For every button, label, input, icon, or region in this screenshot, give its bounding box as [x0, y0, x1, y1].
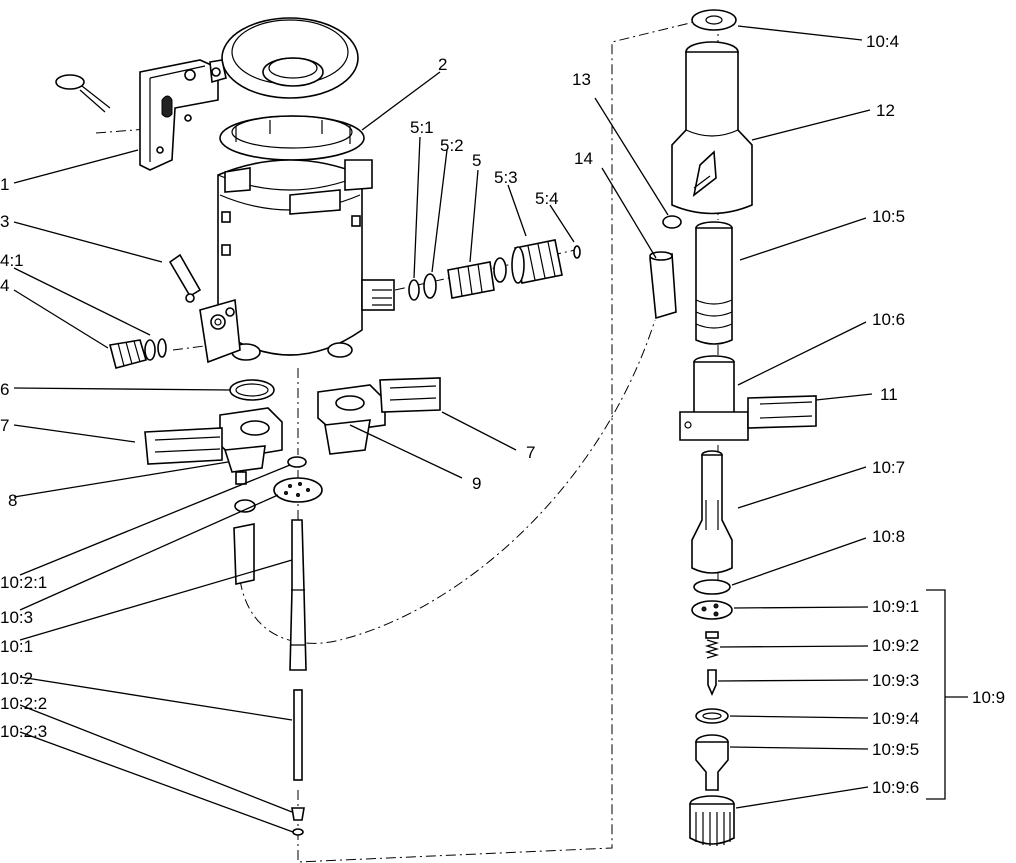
ring-10-9-4 — [695, 708, 729, 724]
mounting-bracket — [139, 59, 219, 171]
leader-lines — [13, 25, 968, 833]
fitting-5 — [447, 257, 507, 299]
callout-14: 14 — [574, 149, 593, 168]
spring-clip — [168, 253, 202, 303]
o-ring-4-1 — [157, 338, 167, 358]
fitting-4 — [109, 339, 156, 369]
callout-1: 1 — [0, 175, 9, 194]
outlet-block-left — [219, 407, 283, 485]
callout-10-5: 10:5 — [872, 207, 905, 226]
disc-10-9-1 — [691, 600, 733, 620]
washer-10-4 — [691, 9, 737, 31]
collar-ring — [219, 115, 365, 161]
callout-8: 8 — [8, 491, 17, 510]
callout-10-9-6: 10:9:6 — [872, 778, 919, 797]
callout-5: 5 — [472, 151, 481, 170]
o-ring-10-8 — [693, 579, 731, 595]
callout-10-7: 10:7 — [872, 458, 905, 477]
tube-14 — [649, 251, 677, 320]
callout-11: 11 — [880, 385, 898, 404]
handle-11 — [747, 395, 817, 429]
callout-10-9-3: 10:9:3 — [872, 671, 919, 690]
small-fitting — [234, 499, 256, 513]
callout-10-2-2: 10:2:2 — [0, 694, 47, 713]
callout-3: 3 — [0, 212, 9, 231]
callout-10-2: 10:2 — [0, 669, 33, 688]
callout-7-right: 7 — [526, 443, 535, 462]
ring-10-2-3 — [292, 828, 304, 836]
callout-2: 2 — [438, 55, 447, 74]
shaft-10-1 — [289, 519, 307, 671]
callout-12: 12 — [876, 101, 895, 120]
cotter-pin — [55, 74, 111, 113]
gasket-6 — [229, 379, 275, 401]
tip-10-2-2 — [291, 807, 305, 821]
rod-10-2 — [293, 689, 303, 781]
main-body-cylinder — [217, 159, 395, 361]
callout-labels: 1 2 3 4:1 4 5:1 5:2 5 5:3 5:4 6 7 8 7 9 … — [0, 32, 1005, 797]
sleeve-10-5 — [695, 221, 733, 345]
cap-10-9-6 — [689, 795, 735, 846]
callout-5-3: 5:3 — [494, 168, 518, 187]
small-ring-5-4 — [573, 245, 581, 259]
plate-10-3 — [273, 477, 323, 503]
hopper-lid — [209, 17, 359, 99]
handle-left — [144, 427, 223, 465]
nozzle-10-9-5 — [695, 734, 729, 791]
callout-10-6: 10:6 — [872, 310, 905, 329]
needle-10-9-3 — [707, 669, 717, 696]
ring-10-2-1 — [287, 456, 307, 468]
callout-10-1: 10:1 — [0, 637, 33, 656]
callout-6: 6 — [0, 380, 9, 399]
callout-4: 4 — [0, 276, 9, 295]
callout-10-4: 10:4 — [866, 32, 899, 51]
sleeve-10-6 — [679, 355, 749, 441]
callout-4-1: 4:1 — [0, 251, 24, 270]
callout-10-9-4: 10:9:4 — [872, 709, 919, 728]
inner-tube-10-7 — [691, 450, 733, 574]
callout-10-9: 10:9 — [972, 688, 1005, 707]
handle-right — [379, 377, 441, 413]
callout-10-9-5: 10:9:5 — [872, 740, 919, 759]
ring-5-2 — [423, 273, 437, 299]
ring-5-1 — [408, 279, 420, 301]
side-valve-block — [199, 298, 241, 364]
callout-13: 13 — [572, 70, 591, 89]
tube-left — [233, 523, 255, 585]
spring-10-9-2 — [704, 631, 720, 659]
housing-12 — [671, 41, 753, 215]
callout-9: 9 — [472, 474, 481, 493]
clip-13 — [662, 215, 682, 229]
callout-10-9-2: 10:9:2 — [872, 636, 919, 655]
callout-5-1: 5:1 — [410, 118, 434, 137]
callout-10-8: 10:8 — [872, 527, 905, 546]
callout-10-9-1: 10:9:1 — [872, 597, 919, 616]
callout-7-left: 7 — [0, 416, 9, 435]
callout-10-3: 10:3 — [0, 608, 33, 627]
callout-5-2: 5:2 — [440, 136, 464, 155]
outlet-block-right — [317, 384, 386, 455]
callout-10-2-1: 10:2:1 — [0, 573, 47, 592]
callout-5-4: 5:4 — [535, 189, 559, 208]
cap-5-3 — [511, 239, 563, 284]
callout-10-2-3: 10:2:3 — [0, 722, 47, 741]
